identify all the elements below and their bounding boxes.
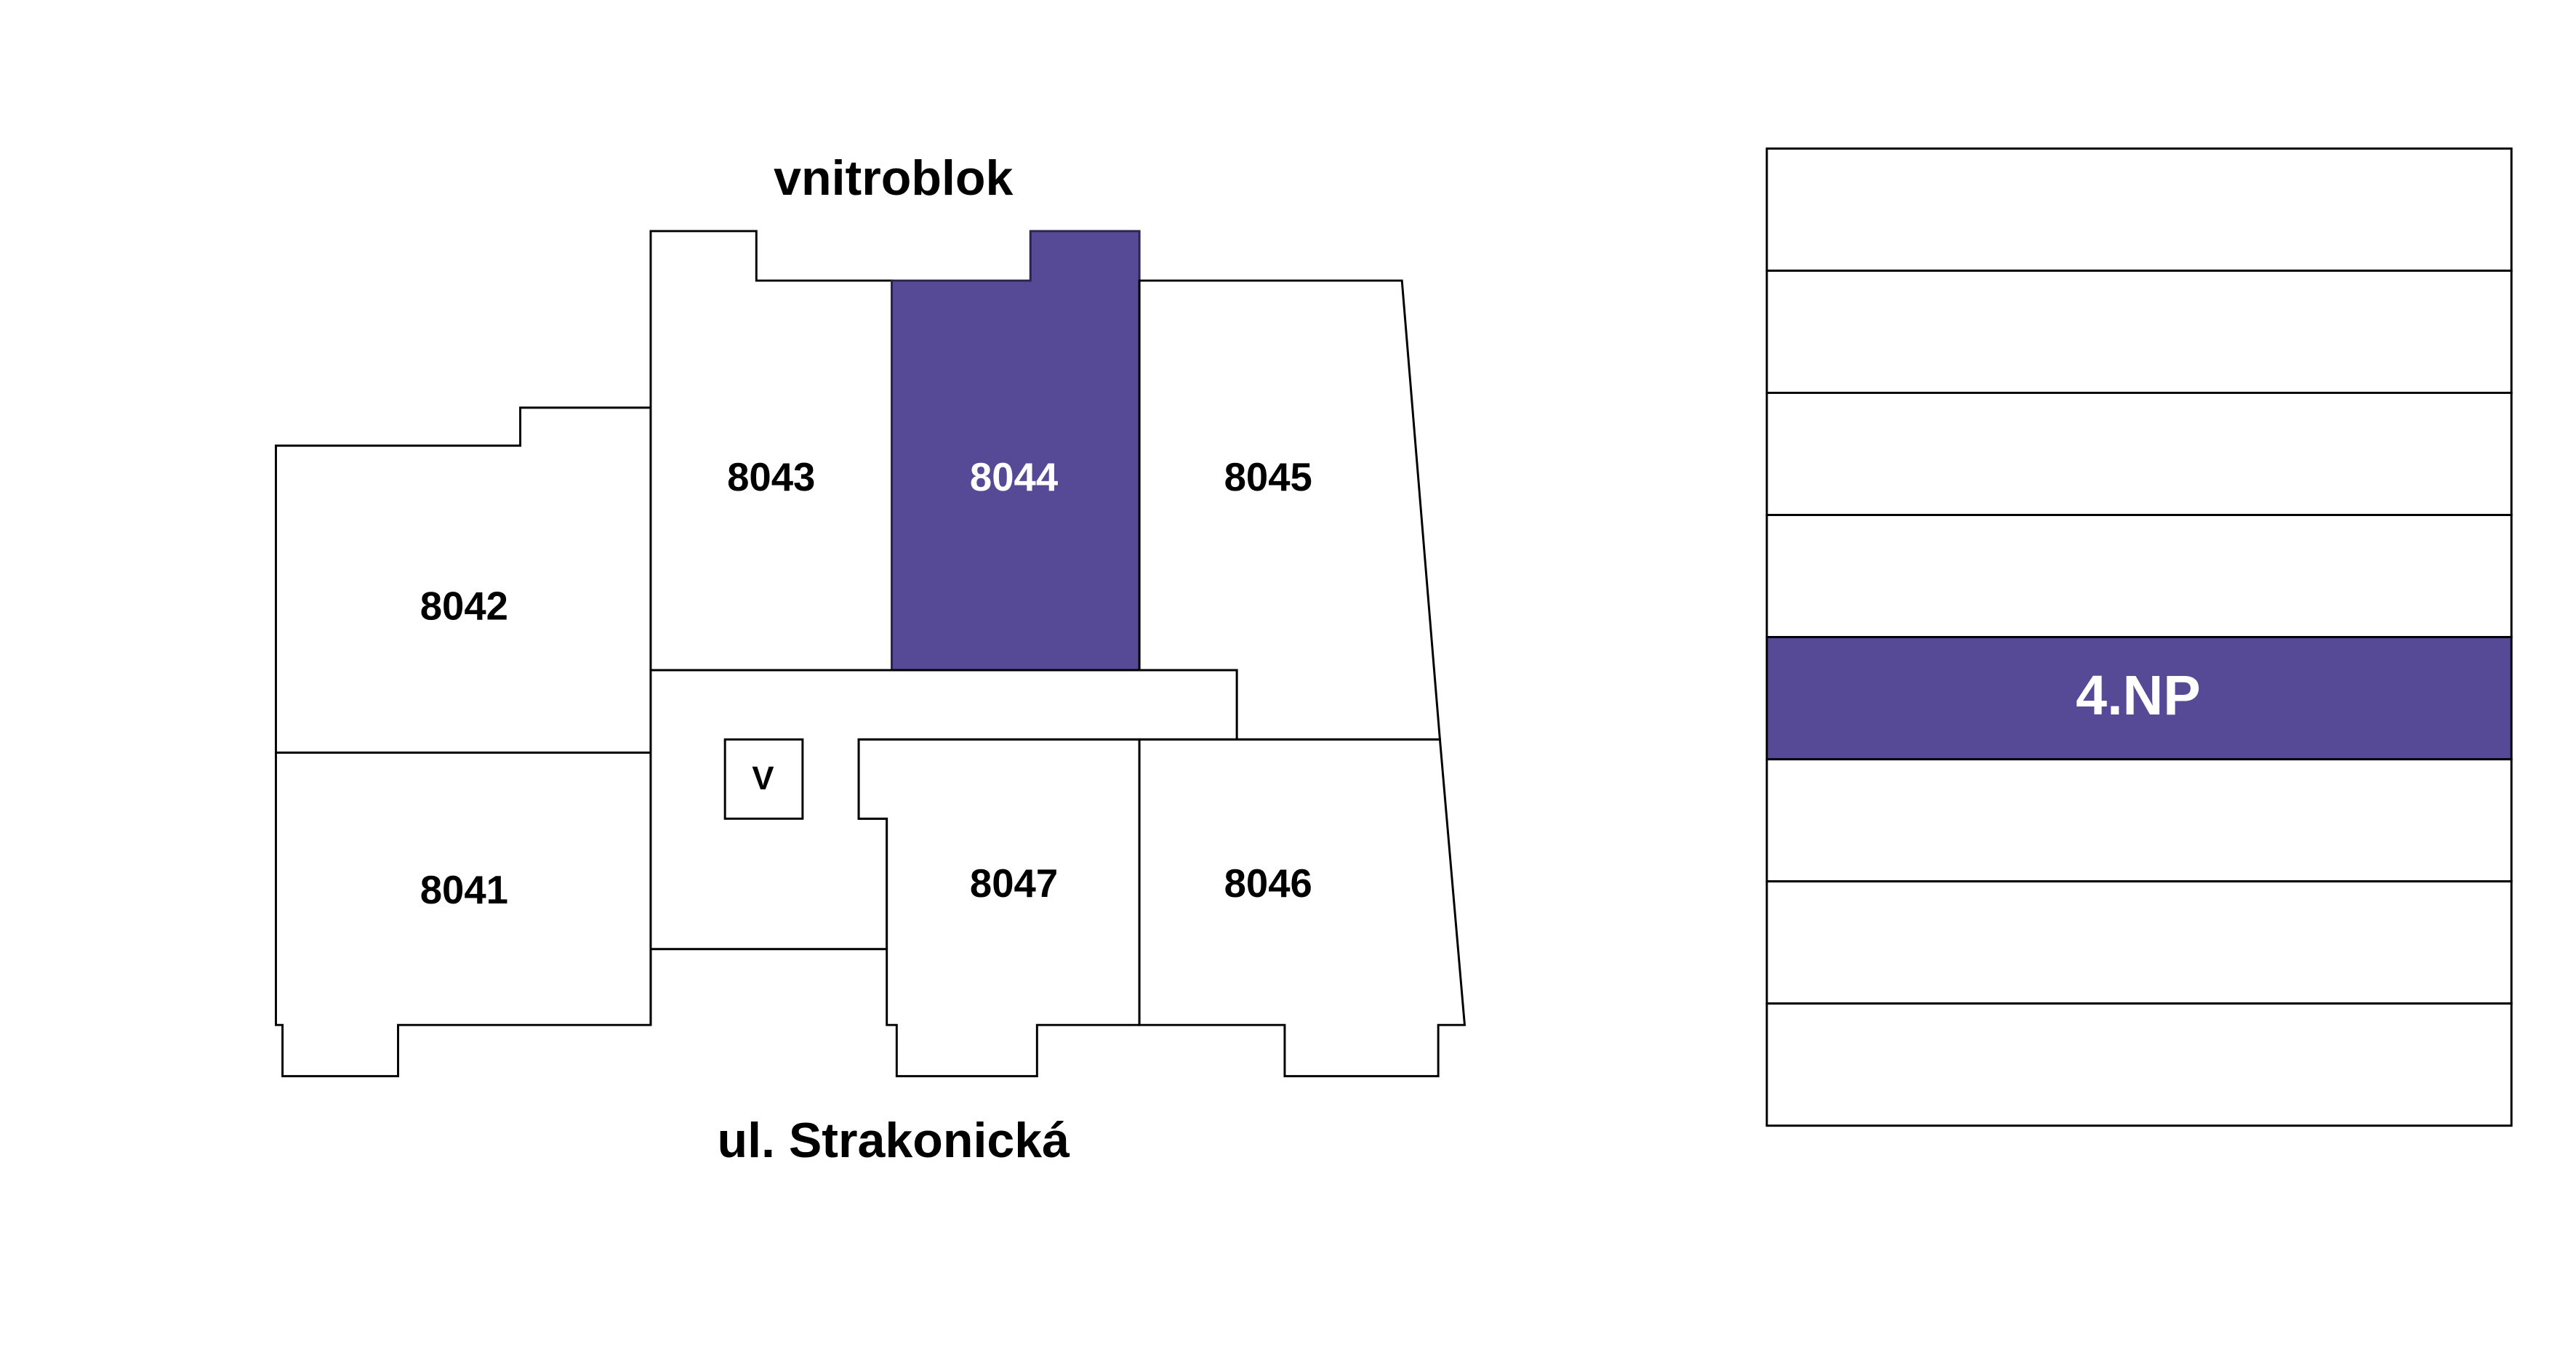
unit-8046[interactable]: 8046 xyxy=(1138,738,1466,1078)
floor-row[interactable] xyxy=(1765,880,2513,1005)
unit-8047[interactable]: 8047 xyxy=(857,738,1141,1078)
unit-8044-selected[interactable]: 8044 xyxy=(891,230,1141,672)
street-label: ul. Strakonická xyxy=(718,1113,1071,1168)
elevator: V xyxy=(723,738,804,820)
floor-selector: 4.NP xyxy=(1765,147,2513,1127)
floor-row-selected[interactable]: 4.NP xyxy=(1765,636,2513,761)
floor-row[interactable] xyxy=(1765,514,2513,639)
floor-row[interactable] xyxy=(1765,147,2513,272)
floor-row[interactable] xyxy=(1765,758,2513,883)
floor-row[interactable] xyxy=(1765,1002,2513,1127)
courtyard-label: vnitroblok xyxy=(774,150,1013,206)
floor-row[interactable] xyxy=(1765,391,2513,516)
unit-8041[interactable]: 8041 xyxy=(274,752,652,1078)
floor-row[interactable] xyxy=(1765,269,2513,394)
floor-label: 4.NP xyxy=(2076,664,2201,727)
unit-8043[interactable]: 8043 xyxy=(649,230,893,672)
unit-8042[interactable]: 8042 xyxy=(274,406,652,754)
